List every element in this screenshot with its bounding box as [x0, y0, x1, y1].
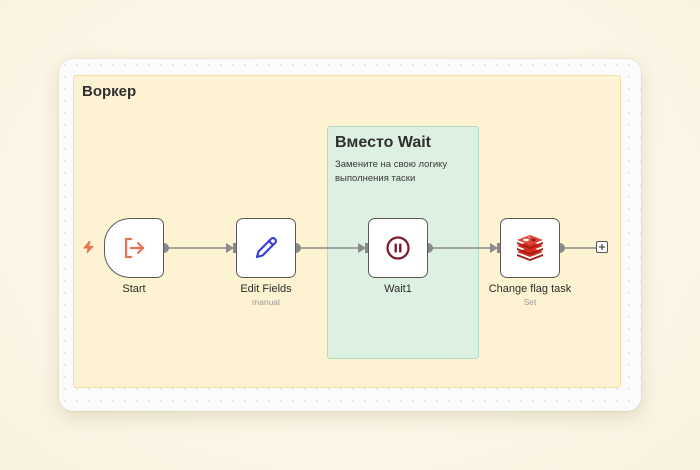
lightning-bolt-icon — [83, 241, 94, 254]
node-start[interactable] — [104, 218, 164, 278]
node-label: Start — [122, 283, 146, 295]
pencil-icon — [255, 236, 278, 259]
redis-icon — [517, 235, 543, 261]
plus-icon — [599, 244, 605, 250]
node-sublabel: Set — [523, 297, 537, 307]
node-change-flag-task[interactable] — [500, 218, 560, 278]
node-label: Change flag task — [488, 283, 572, 295]
sticky-note-description: Замените на свою логику выполнения таски — [335, 159, 448, 184]
arrowhead — [490, 243, 498, 253]
sign-out-icon — [124, 237, 145, 259]
pause-circle-icon — [386, 236, 410, 260]
node-label: Wait1 — [384, 283, 412, 295]
input-handle — [233, 243, 236, 253]
input-handle — [365, 243, 368, 253]
arrowhead — [358, 243, 366, 253]
sticky-note-title: Вместо Wait — [335, 134, 431, 151]
arrowhead — [226, 243, 234, 253]
add-node-button[interactable] — [596, 241, 608, 253]
node-label: Edit Fields — [240, 283, 292, 295]
node-sublabel: manual — [252, 297, 280, 307]
sticky-note-title: Воркер — [82, 83, 137, 100]
node-wait1[interactable] — [368, 218, 428, 278]
node-edit-fields[interactable] — [236, 218, 296, 278]
input-handle — [497, 243, 500, 253]
